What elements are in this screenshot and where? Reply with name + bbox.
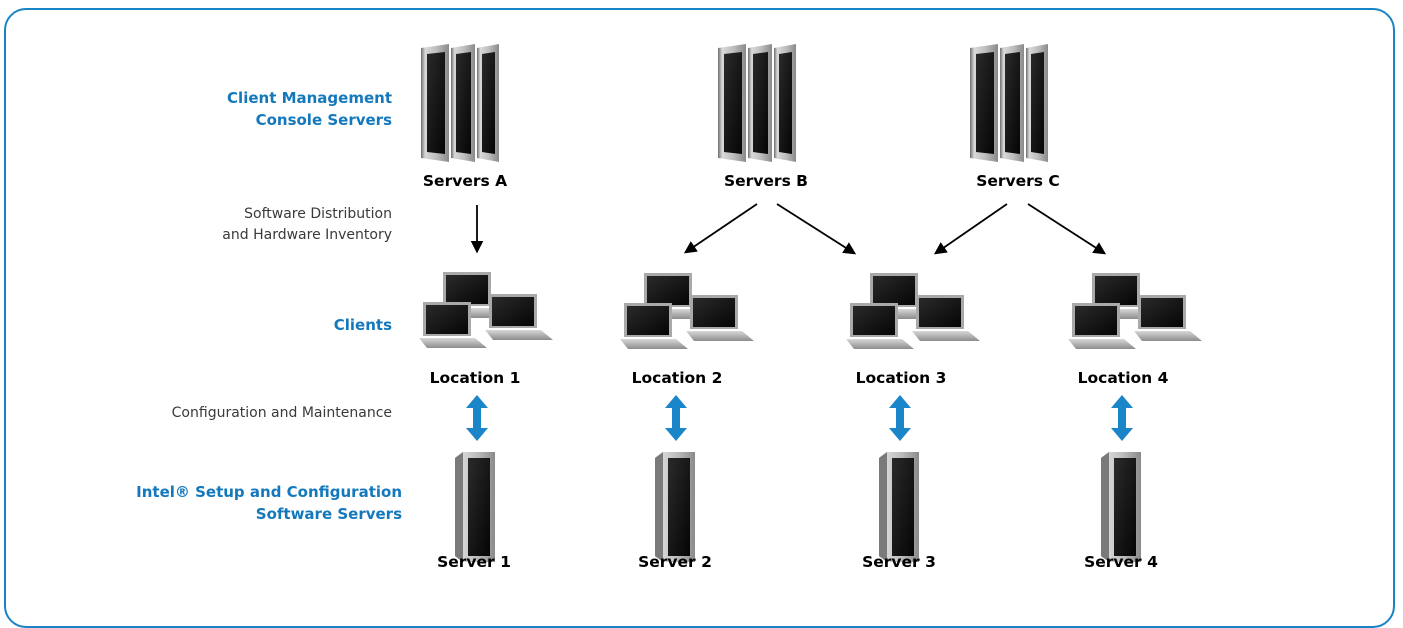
diagram-canvas: [0, 44, 1403, 562]
location-4-laptops-icon: [1068, 273, 1202, 349]
server-3-icon: [879, 452, 919, 562]
servers-a-icon: [421, 44, 499, 162]
server-2-caption: Server 2: [638, 553, 712, 571]
software-distribution-label: Software Distribution and Hardware Inven…: [222, 204, 392, 246]
server-4-caption: Server 4: [1084, 553, 1158, 571]
configuration-label: Configuration and Maintenance: [171, 405, 392, 421]
location-2-laptops-icon: [620, 273, 754, 349]
servers-c-caption: Servers C: [976, 172, 1060, 190]
config-arrow-2: [665, 395, 687, 441]
location-3-caption: Location 3: [855, 369, 947, 387]
servers-b-caption: Servers B: [723, 172, 809, 190]
server-1-icon: [455, 452, 495, 562]
servers-c-icon: [970, 44, 1048, 162]
console-servers-label: Client Management Console Servers: [227, 87, 392, 131]
software-distribution-label-line1: Software Distribution: [244, 206, 392, 222]
setup-servers-label-line2: Software Servers: [255, 505, 402, 523]
server-2-icon: [655, 452, 695, 562]
arrow-c-to-location-4: [1027, 203, 1107, 255]
location-1-caption: Location 1: [429, 369, 521, 387]
clients-label: Clients: [333, 316, 392, 334]
config-arrow-1: [466, 395, 488, 441]
console-servers-label-line2: Console Servers: [255, 111, 392, 129]
arrow-c-to-location-3: [933, 203, 1008, 255]
console-servers-label-line1: Client Management: [227, 89, 392, 107]
location-2-caption: Location 2: [631, 369, 723, 387]
setup-servers-label: Intel® Setup and Configuration Software …: [136, 481, 402, 525]
server-1-caption: Server 1: [437, 553, 511, 571]
arrow-b-to-location-3: [776, 203, 857, 255]
server-3-caption: Server 3: [862, 553, 936, 571]
setup-servers-label-line1: Intel® Setup and Configuration: [136, 483, 402, 501]
arrow-b-to-location-2: [683, 203, 758, 254]
config-arrow-4: [1111, 395, 1133, 441]
location-3-laptops-icon: [846, 273, 980, 349]
servers-a-caption: Servers A: [422, 172, 508, 190]
servers-b-icon: [718, 44, 796, 162]
location-1-laptops-icon: [419, 272, 553, 348]
software-distribution-label-line2: and Hardware Inventory: [222, 227, 392, 243]
location-4-caption: Location 4: [1077, 369, 1169, 387]
server-4-icon: [1101, 452, 1141, 562]
config-arrow-3: [889, 395, 911, 441]
